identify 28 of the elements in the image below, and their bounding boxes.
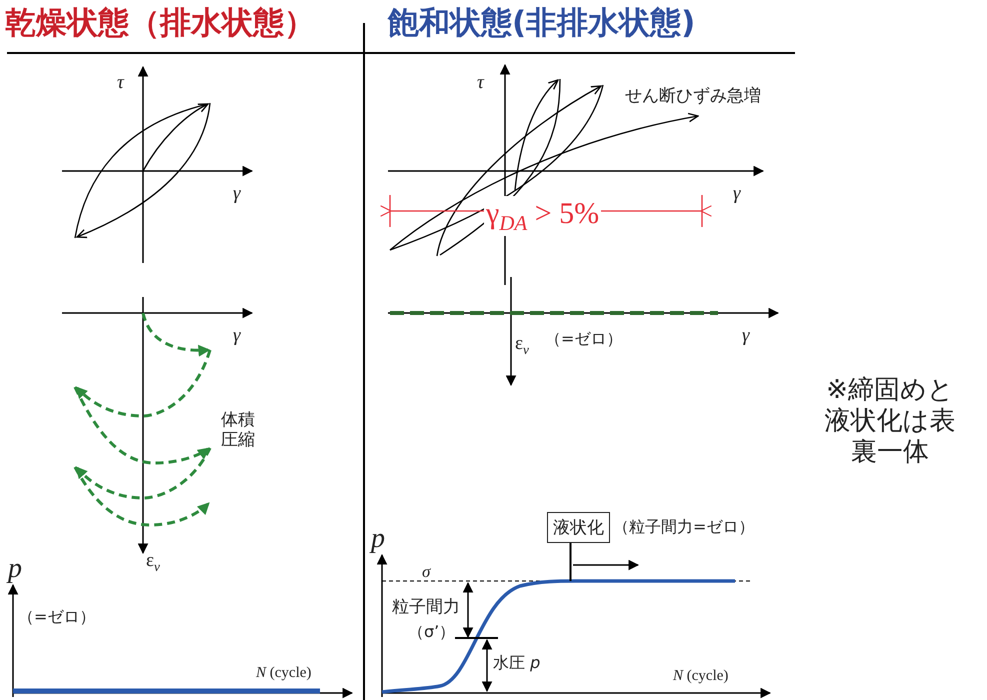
- axis-label: γ: [733, 183, 740, 206]
- leader-line: [570, 543, 572, 581]
- axis-label: γ: [233, 325, 240, 348]
- axis-label: σ: [422, 562, 430, 582]
- annotation: せん断ひずみ急増: [625, 86, 761, 106]
- axis-label: N (cycle): [256, 664, 312, 682]
- pressure-curve: [382, 579, 735, 694]
- axis-label: γ: [233, 183, 240, 206]
- annotation: （=ゼロ）: [545, 329, 622, 348]
- axis-label: p: [8, 552, 22, 586]
- annotation: 体積圧縮: [220, 410, 256, 451]
- axis-label: p: [371, 522, 385, 556]
- axis-label: γ: [742, 325, 750, 348]
- axis-label: τ: [117, 72, 124, 95]
- heading: 飽和状態(非排水状態): [388, 5, 696, 42]
- annotation: （=ゼロ）: [18, 607, 96, 626]
- axis-label: τ: [477, 72, 484, 95]
- label-box: 液状化: [547, 512, 610, 543]
- dimension-label: γ$_{DA}$ > 5%: [484, 196, 602, 236]
- axis-label: N (cycle): [673, 667, 728, 685]
- heading: 乾燥状態（排水状態）: [5, 5, 315, 42]
- annotation: （σ’）: [408, 622, 456, 642]
- annotation: （粒子間力=ゼロ）: [613, 517, 754, 536]
- annotation: 水圧 p: [493, 653, 540, 672]
- axis-label: ε$_{v}$: [146, 550, 160, 575]
- note: ※締固めと液状化は表裏一体: [824, 375, 956, 469]
- annotation: 粒子間力: [392, 597, 460, 618]
- axis-label: ε$_{v}$: [515, 333, 529, 358]
